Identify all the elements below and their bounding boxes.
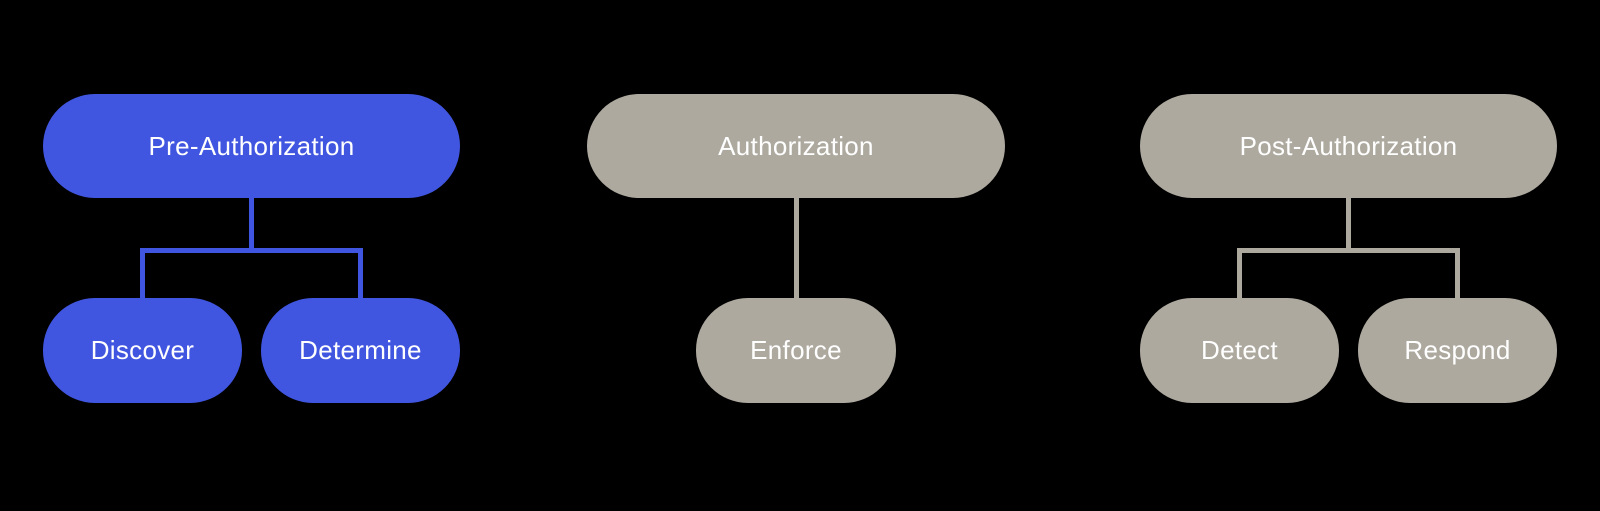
- node-discover-label: Discover: [90, 335, 195, 365]
- node-enforce: Enforce: [696, 298, 896, 403]
- connector-detect-drop: [1237, 248, 1242, 302]
- connector-pre-authorization-horizontal: [140, 248, 363, 253]
- node-authorization: Authorization: [587, 94, 1005, 198]
- node-post-authorization: Post-Authorization: [1140, 94, 1557, 198]
- connector-determine-drop: [358, 248, 363, 302]
- node-enforce-label: Enforce: [750, 335, 842, 365]
- node-pre-authorization-label: Pre-Authorization: [148, 130, 355, 161]
- node-detect-label: Detect: [1201, 335, 1278, 365]
- connector-authorization-stem: [794, 198, 799, 298]
- connector-respond-drop: [1455, 248, 1460, 302]
- connector-pre-authorization-stem: [249, 198, 254, 252]
- node-pre-authorization: Pre-Authorization: [43, 94, 460, 198]
- node-determine: Determine: [261, 298, 460, 403]
- connector-discover-drop: [140, 248, 145, 302]
- node-detect: Detect: [1140, 298, 1339, 403]
- node-authorization-label: Authorization: [718, 130, 874, 161]
- node-respond: Respond: [1358, 298, 1557, 403]
- connector-post-authorization-horizontal: [1237, 248, 1460, 253]
- node-post-authorization-label: Post-Authorization: [1239, 130, 1458, 161]
- node-respond-label: Respond: [1404, 335, 1511, 365]
- node-determine-label: Determine: [299, 335, 422, 365]
- node-discover: Discover: [43, 298, 242, 403]
- connector-post-authorization-stem: [1346, 198, 1351, 252]
